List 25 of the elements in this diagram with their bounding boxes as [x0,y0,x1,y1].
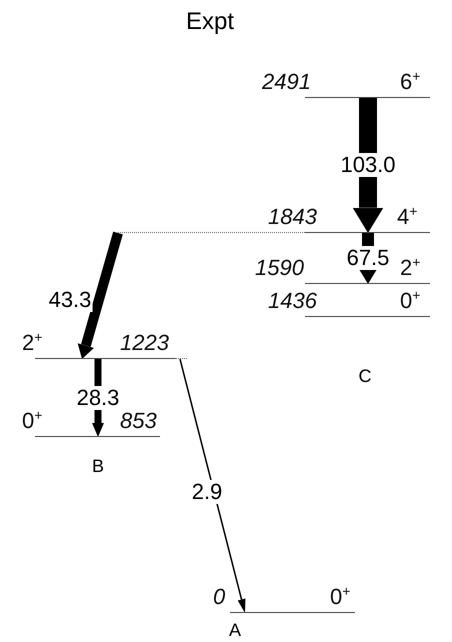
spin-parity: 4$^{+}$ [397,205,418,229]
energy-value: 1223 [120,331,169,355]
band-label: B [92,456,104,476]
spin-parity: 0$^{+}$ [330,585,350,609]
energy-value: 1590 [255,256,304,280]
spin-parity: 6$^{+}$ [400,70,420,94]
transition-energy-label: 103.0 [339,153,397,177]
energy-value: 2491 [262,70,311,94]
transition-energy-label: 28.3 [76,386,120,410]
transition-arrow [179,358,246,613]
spin-parity: 0$^{+}$ [400,289,420,313]
energy-value: 1436 [268,289,317,313]
energy-value: 1843 [268,205,317,229]
diagram-title: Expt [186,8,234,36]
transition-energy-label: 2.9 [190,480,224,504]
band-label: A [229,620,241,640]
energy-value: 0 [213,585,226,609]
band-label: C [358,366,372,386]
spin-parity: 2$^{+}$ [400,256,420,280]
transition-energy-label: 67.5 [346,246,390,270]
spin-parity: 0$^{+}$ [22,409,42,433]
spin-parity: 2$^{+}$ [22,331,42,355]
transition-arrow [352,98,384,233]
transition-arrow [78,232,123,359]
energy-value: 853 [120,409,157,433]
